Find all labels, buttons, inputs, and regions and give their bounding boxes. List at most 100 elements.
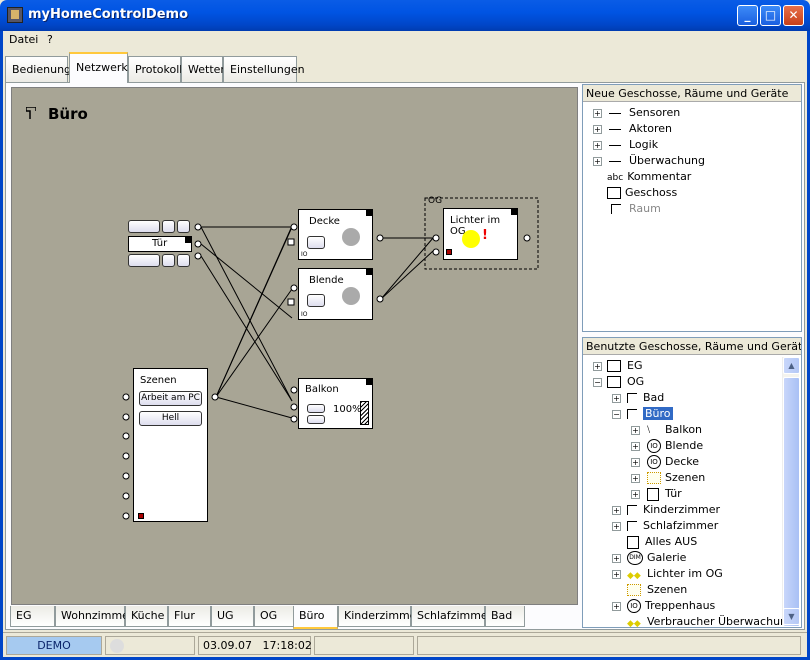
tab-schlafzimmer[interactable]: Schlafzimmer <box>411 606 492 627</box>
sensor-button[interactable] <box>162 254 175 267</box>
decke-node[interactable]: Decke IO <box>298 209 373 260</box>
expand-icon[interactable]: + <box>631 442 640 451</box>
tree-item-raum[interactable]: Raum <box>607 201 661 217</box>
tab-eg[interactable]: EG <box>10 606 55 627</box>
expand-icon[interactable]: + <box>612 602 621 611</box>
tree-item-szenen[interactable]: Szenen <box>647 470 705 486</box>
tree-item-alles-aus[interactable]: Alles AUS <box>627 534 697 550</box>
status-datetime: 03.09.07 17:18:02 <box>198 636 312 655</box>
blende-node[interactable]: Blende IO <box>298 268 373 320</box>
szenen-node[interactable]: Szenen Arbeit am PC Hell <box>133 368 208 522</box>
tab-wetter[interactable]: Wetter <box>181 56 225 82</box>
tree-item-balkon[interactable]: ⧵Balkon <box>647 422 702 438</box>
tab-protokoll[interactable]: Protokoll <box>128 56 182 82</box>
expand-icon[interactable]: + <box>631 490 640 499</box>
tab-buero[interactable]: Büro <box>293 606 338 629</box>
lichter-node[interactable]: Lichter im OG ! <box>443 208 518 260</box>
tab-ug[interactable]: UG <box>211 606 254 627</box>
maximize-button[interactable]: □ <box>760 5 781 26</box>
tree-item-verbraucher[interactable]: ◆◆Verbraucher Überwachung <box>627 615 794 628</box>
used-items-header: Benutzte Geschosse, Räume und Geräte <box>583 338 801 355</box>
expand-icon[interactable]: + <box>631 458 640 467</box>
sensor-button[interactable] <box>128 254 160 267</box>
tree-item-buero[interactable]: Büro <box>627 406 673 422</box>
expand-icon[interactable]: + <box>631 474 640 483</box>
scroll-up-button[interactable]: ▲ <box>783 357 800 374</box>
tab-netzwerk[interactable]: Netzwerk <box>69 52 128 83</box>
tree-item-geschoss[interactable]: Geschoss <box>607 185 677 201</box>
tree-item-szenen-og[interactable]: Szenen <box>627 582 687 598</box>
node-corner <box>366 269 372 275</box>
tree-item-ueberwachung[interactable]: Überwachung <box>609 153 705 169</box>
network-canvas[interactable]: Büro T <box>11 87 578 605</box>
tree-item-sensoren[interactable]: Sensoren <box>609 105 680 121</box>
menu-datei[interactable]: Datei <box>9 33 39 46</box>
minimize-button[interactable]: _ <box>737 5 758 26</box>
tree-item-kinderzimmer[interactable]: Kinderzimmer <box>627 502 720 518</box>
tree-item-logik[interactable]: Logik <box>609 137 658 153</box>
node-corner <box>511 209 517 215</box>
blende-switch-button[interactable] <box>307 294 325 307</box>
decke-label: Decke <box>309 216 340 227</box>
scroll-thumb[interactable] <box>783 377 800 627</box>
sensor-button[interactable] <box>177 254 190 267</box>
node-corner <box>185 237 191 243</box>
expand-icon[interactable]: + <box>612 394 621 403</box>
tab-bad[interactable]: Bad <box>485 606 525 627</box>
tab-bedienung[interactable]: Bedienung <box>5 56 71 82</box>
shutter-up-button[interactable] <box>307 404 325 413</box>
expand-icon[interactable]: + <box>593 362 602 371</box>
expand-icon[interactable]: + <box>593 157 602 166</box>
tree-scrollbar[interactable]: ▲ ▼ <box>782 357 800 627</box>
scene-hell-button[interactable]: Hell <box>139 411 202 426</box>
tab-kueche[interactable]: Küche <box>125 606 168 627</box>
collapse-icon[interactable]: − <box>593 378 602 387</box>
room-title: Büro <box>48 105 88 123</box>
alert-icon: ! <box>482 228 488 243</box>
balkon-node[interactable]: Balkon 100% <box>298 378 373 429</box>
new-items-panel: Neue Geschosse, Räume und Geräte + Senso… <box>582 84 802 332</box>
menu-help[interactable]: ? <box>47 33 53 46</box>
expand-icon[interactable]: + <box>593 109 602 118</box>
tab-wohnzimmer[interactable]: Wohnzimmer <box>55 606 133 627</box>
expand-icon[interactable]: + <box>593 141 602 150</box>
sensor-button[interactable] <box>177 220 190 233</box>
tab-flur[interactable]: Flur <box>168 606 211 627</box>
floor-icon <box>607 360 621 372</box>
expand-icon[interactable]: + <box>631 426 640 435</box>
shutter-down-button[interactable] <box>307 415 325 424</box>
expand-icon[interactable]: + <box>612 506 621 515</box>
expand-icon[interactable]: + <box>612 554 621 563</box>
node-corner <box>366 379 372 385</box>
scene-arbeit-button[interactable]: Arbeit am PC <box>139 391 202 406</box>
sensor-button[interactable] <box>162 220 175 233</box>
tree-item-bad[interactable]: Bad <box>627 390 664 406</box>
expand-icon[interactable]: + <box>612 570 621 579</box>
tree-item-aktoren[interactable]: Aktoren <box>609 121 672 137</box>
lights-icon: ◆◆ <box>627 571 641 581</box>
tuer-node[interactable]: Tür <box>128 236 192 252</box>
tab-einstellungen[interactable]: Einstellungen <box>223 56 305 82</box>
error-indicator <box>446 249 452 255</box>
tree-item-tuer[interactable]: Tür <box>647 486 682 502</box>
expand-icon[interactable]: + <box>593 125 602 134</box>
decke-switch-button[interactable] <box>307 236 325 249</box>
expand-icon[interactable]: + <box>612 522 621 531</box>
tab-kinderzimmer[interactable]: Kinderzimmer <box>338 606 421 627</box>
tree-item-lichter-im-og[interactable]: ◆◆Lichter im OG <box>627 567 723 581</box>
tab-og[interactable]: OG <box>254 606 294 627</box>
tree-item-schlafzimmer[interactable]: Schlafzimmer <box>627 518 718 534</box>
collapse-icon[interactable]: − <box>612 410 621 419</box>
balkon-level: 100% <box>333 404 362 415</box>
scroll-down-button[interactable]: ▼ <box>783 608 800 625</box>
tuer-label: Tür <box>152 238 168 249</box>
tree-item-og[interactable]: OG <box>607 374 644 390</box>
close-button[interactable]: ✕ <box>783 5 804 26</box>
tree-item-eg[interactable]: EG <box>607 358 642 374</box>
sensor-button[interactable] <box>128 220 160 233</box>
